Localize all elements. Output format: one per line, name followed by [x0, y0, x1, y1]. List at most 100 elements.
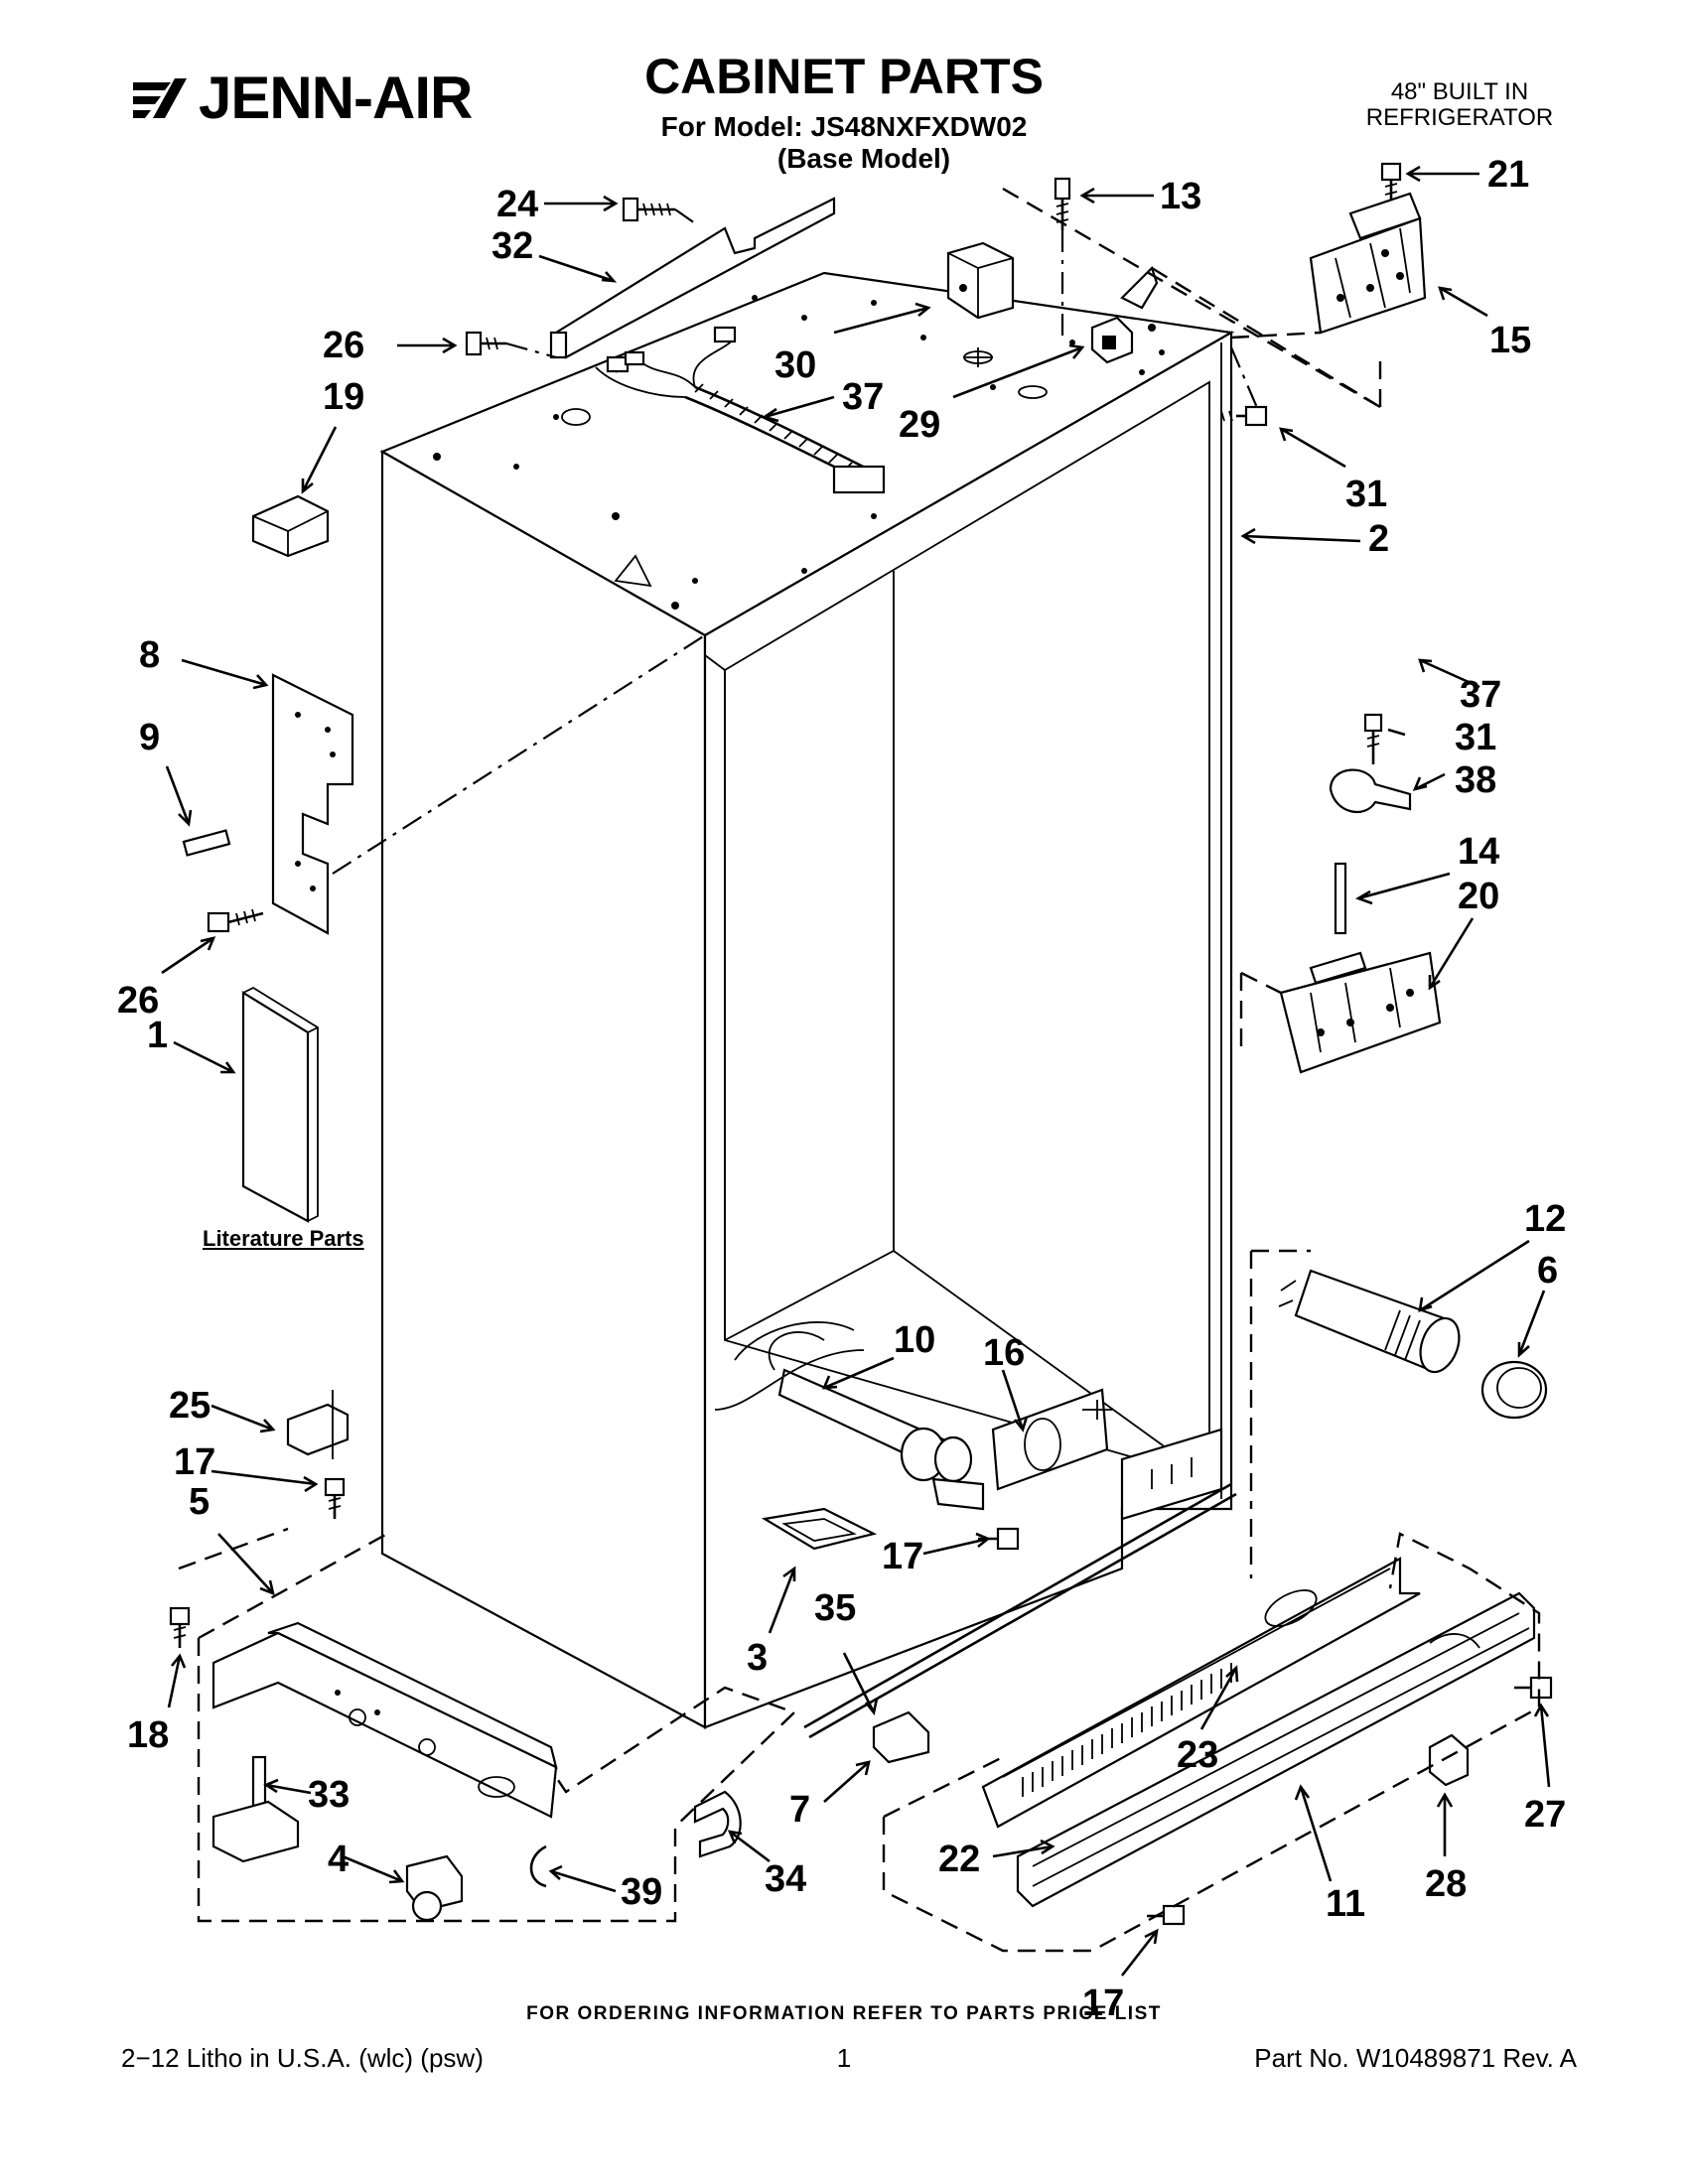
part-16-bracket — [991, 1388, 1112, 1491]
print-info: 2−12 Litho in U.S.A. (wlc) (psw) — [121, 2043, 484, 2073]
part-3-tray — [761, 1507, 878, 1551]
part-15-top-hinge — [1309, 192, 1427, 335]
jenn-air-logo-icon — [133, 78, 187, 118]
callout-6: 6 — [1537, 1250, 1558, 1292]
part-19-clip — [251, 494, 330, 558]
callout-25: 25 — [169, 1385, 211, 1427]
callout-14: 14 — [1458, 831, 1499, 873]
callout-30: 30 — [774, 344, 816, 386]
callout-10: 10 — [894, 1319, 935, 1361]
literature-parts-label: Literature Parts — [203, 1226, 364, 1251]
part-8-bracket — [271, 673, 354, 935]
callout-33: 33 — [308, 1774, 350, 1816]
callout-labels: 24 32 13 21 15 26 19 30 37 29 31 2 37 31… — [117, 154, 1566, 2024]
callout-16: 16 — [983, 1332, 1025, 1374]
part-33-leveler — [211, 1755, 300, 1863]
ordering-note: FOR ORDERING INFORMATION REFER TO PARTS … — [526, 2003, 1162, 2024]
part-23-panel — [981, 1557, 1421, 1829]
part-25-bracket — [286, 1390, 350, 1459]
callout-32: 32 — [492, 225, 533, 267]
part-12-water-filter — [1278, 1269, 1461, 1374]
callout-37-upper: 37 — [842, 376, 884, 418]
callout-1: 1 — [147, 1015, 168, 1056]
brand-logo: JENN-AIR — [131, 64, 473, 133]
callout-31-right: 31 — [1455, 717, 1496, 758]
callout-20: 20 — [1458, 876, 1499, 917]
callout-39: 39 — [621, 1871, 662, 1913]
part-17-screw-left — [324, 1477, 346, 1519]
callout-22: 22 — [938, 1839, 980, 1880]
product-line-2: REFRIGERATOR — [1365, 104, 1554, 132]
callout-15: 15 — [1489, 320, 1531, 361]
part-38-clamp — [1329, 768, 1412, 813]
part-28-bumper — [1428, 1733, 1470, 1787]
part-26-screw-upper — [465, 331, 506, 356]
grille-slots — [1022, 1663, 1232, 1797]
callout-7: 7 — [789, 1789, 810, 1831]
callout-24: 24 — [496, 184, 538, 225]
top-rear-panel — [554, 197, 836, 359]
page-title: CABINET PARTS — [644, 49, 1044, 104]
part-27-screw — [1514, 1676, 1553, 1700]
part-31-screw-lower — [1363, 713, 1383, 764]
callout-29: 29 — [899, 404, 940, 446]
part-26-screw-lower — [207, 908, 264, 933]
base-kit-outline — [197, 1532, 797, 1923]
callout-12: 12 — [1524, 1198, 1566, 1240]
part-1-literature — [241, 986, 319, 1223]
callout-9: 9 — [139, 717, 160, 758]
callout-17-left: 17 — [174, 1441, 215, 1483]
part-21-screw — [1380, 162, 1402, 208]
wire-harness-top — [595, 326, 886, 494]
part-18-screw — [169, 1606, 191, 1648]
part-number: Part No. W10489871 Rev. A — [1254, 2043, 1577, 2073]
leader-arrows — [161, 165, 1551, 1977]
callout-23: 23 — [1177, 1734, 1218, 1776]
callout-27: 27 — [1524, 1794, 1566, 1836]
part-11-kickplate — [1016, 1591, 1536, 1908]
callout-11: 11 — [1326, 1883, 1365, 1925]
callout-13: 13 — [1160, 176, 1201, 217]
model-note: (Base Model) — [776, 143, 951, 175]
part-6-filter-cap — [1480, 1360, 1548, 1420]
callout-31-upper: 31 — [1345, 474, 1387, 515]
part-29-bracket — [1090, 316, 1134, 364]
callout-21: 21 — [1487, 154, 1529, 196]
callout-5: 5 — [189, 1481, 210, 1523]
callout-37-right: 37 — [1460, 674, 1501, 716]
part-14-pin — [1334, 862, 1347, 935]
callout-34: 34 — [765, 1858, 806, 1900]
callout-28: 28 — [1425, 1863, 1467, 1905]
callout-3: 3 — [747, 1637, 768, 1679]
part-17-screw-bottom — [1147, 1904, 1186, 1926]
callout-2: 2 — [1368, 518, 1389, 560]
part-30-relay-box — [946, 241, 1015, 320]
part-34-clip — [693, 1790, 742, 1858]
part-24-screw — [622, 197, 675, 222]
cabinet-body — [379, 271, 1235, 1729]
model-line: For Model: JS48NXFXDW02 — [660, 111, 1028, 142]
callout-18: 18 — [127, 1714, 169, 1756]
callout-17-middle: 17 — [882, 1536, 923, 1577]
part-17-screw-middle — [978, 1527, 1020, 1551]
brand-name: JENN-AIR — [199, 65, 473, 131]
callout-4: 4 — [328, 1839, 349, 1880]
page-number: 1 — [836, 2043, 852, 2073]
part-13-screw — [1054, 177, 1071, 230]
part-4-roller — [405, 1854, 464, 1922]
part-20-lower-hinge — [1279, 951, 1442, 1074]
part-10-water-valve — [734, 1321, 985, 1511]
callout-26-lower: 26 — [117, 980, 159, 1022]
part-9-pin — [182, 829, 231, 857]
part-31-screw-upper — [1220, 405, 1268, 427]
callout-17-bottom: 17 — [1082, 1982, 1124, 2024]
product-type: 48" BUILT IN REFRIGERATOR — [1331, 78, 1589, 132]
part-7-bracket — [872, 1710, 930, 1764]
model-info: For Model: JS48NXFXDW02 (Base Model) — [635, 111, 1053, 175]
product-line-1: 48" BUILT IN — [1390, 78, 1529, 105]
callout-35: 35 — [814, 1587, 856, 1629]
callout-38: 38 — [1455, 759, 1496, 801]
callout-19: 19 — [323, 376, 364, 418]
kick-kit-outline — [882, 1532, 1541, 1953]
